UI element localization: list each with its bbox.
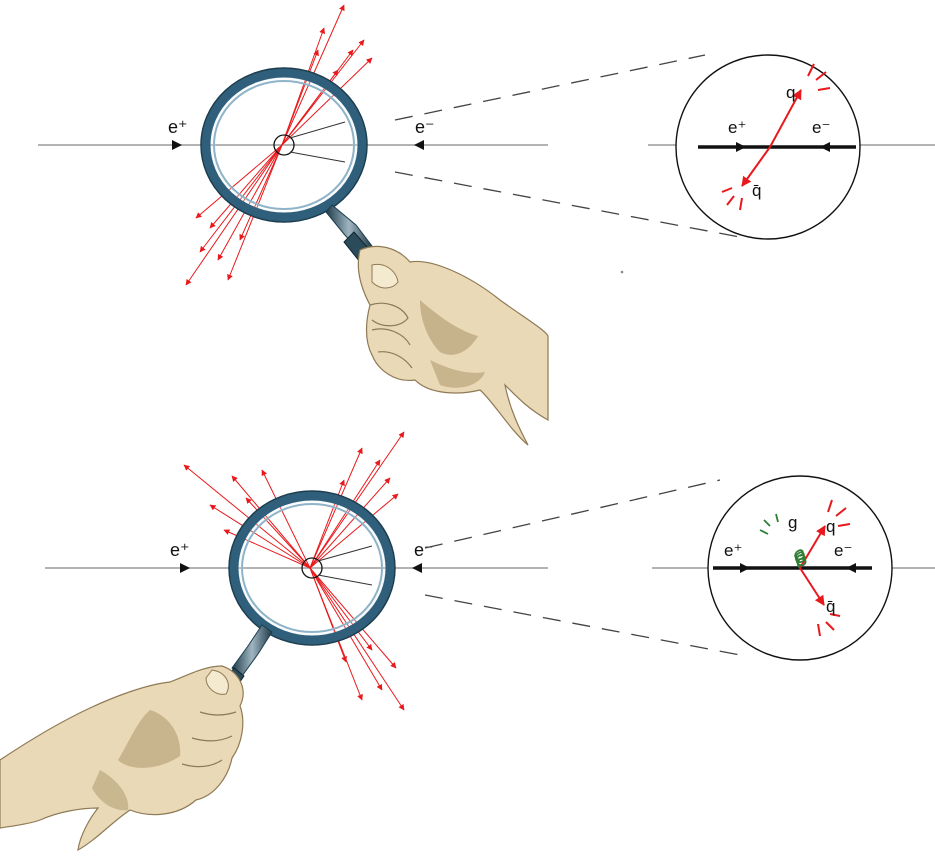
bottom-electron-arrow (412, 563, 422, 573)
top-stray-dot (620, 270, 624, 274)
top-magnifying-glass-icon (200, 67, 381, 273)
bottom-beam-right-label: e⁻ (414, 540, 434, 560)
top-zoom-antiquark-label: q̄ (752, 181, 761, 200)
top-zoom-quark-label: q (786, 83, 795, 102)
top-zoom-positron-label: e⁺ (728, 118, 746, 137)
gluon-icon (794, 549, 807, 569)
bottom-hand-icon (0, 665, 244, 852)
bottom-zoom-gluon-label: g (788, 513, 797, 532)
top-zoom-guides (394, 54, 746, 239)
bottom-zoom-guides (424, 479, 741, 656)
bottom-zoom-electron-label: e⁻ (834, 541, 852, 560)
top-zoom-electron-label: e⁻ (812, 118, 830, 137)
bottom-beam-left-label: e⁺ (170, 540, 190, 560)
top-positron-arrow (172, 140, 182, 150)
top-hand-icon (357, 245, 549, 446)
top-electron-arrow (414, 140, 424, 150)
bottom-magnifying-glass-icon (215, 490, 396, 703)
top-beam-left-label: e⁺ (168, 117, 188, 137)
bottom-zoom-quark-label: q (826, 517, 835, 536)
top-zoom-view: e⁺ e⁻ q q̄ (648, 54, 935, 240)
top-panel: e⁺ e⁻ (38, 4, 935, 446)
bottom-zoom-antiquark-label: q̄ (826, 597, 835, 616)
bottom-panel: e⁺ e⁻ (0, 431, 935, 852)
top-beam-right-label: e⁻ (415, 117, 435, 137)
bottom-zoom-positron-label: e⁺ (724, 541, 742, 560)
bottom-zoom-view: e⁺ e⁻ q q̄ g (652, 475, 935, 661)
bottom-positron-arrow (180, 563, 190, 573)
